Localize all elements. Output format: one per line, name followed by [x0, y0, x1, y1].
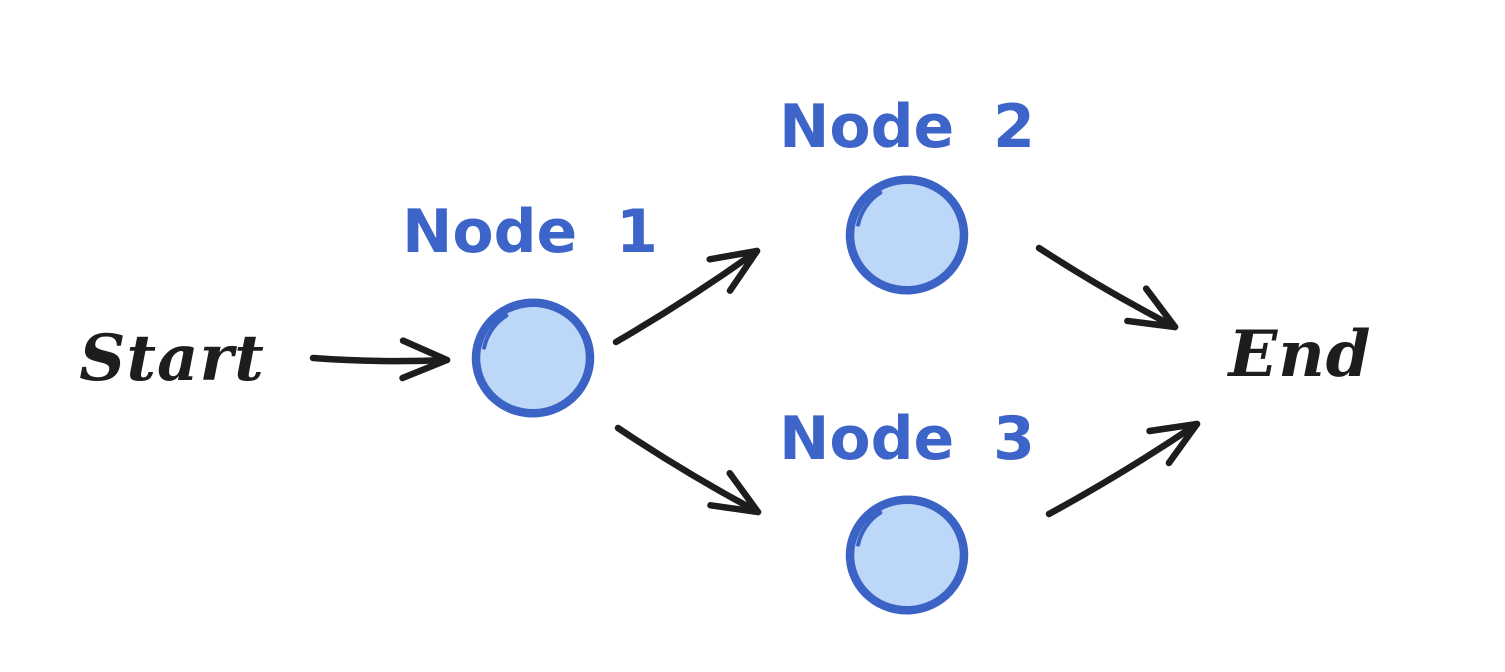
node-stroke-overlap [856, 510, 883, 547]
node-stroke-overlap [856, 190, 883, 227]
arrow-shaft[interactable] [614, 424, 762, 516]
node-3[interactable]: Node 3 [779, 404, 1035, 615]
node-label[interactable]: Node 3 [779, 404, 1035, 474]
node-stroke-overlap [482, 313, 509, 350]
end-label[interactable]: End [1226, 317, 1371, 392]
arrow-node2-to-end[interactable] [1035, 244, 1179, 331]
arrow-head[interactable] [1124, 285, 1179, 331]
arrow-shaft[interactable] [1045, 420, 1201, 518]
arrow-head[interactable] [399, 337, 451, 382]
arrow-node3-to-end[interactable] [1045, 420, 1201, 518]
node-circle[interactable] [845, 495, 969, 615]
node-circle[interactable] [471, 298, 595, 418]
arrow-node1-to-node3[interactable] [614, 424, 762, 516]
node-circle[interactable] [845, 175, 969, 295]
node-1[interactable]: Node 1 [402, 197, 658, 418]
arrow-shaft[interactable] [1035, 244, 1179, 331]
arrow-head[interactable] [706, 247, 761, 294]
arrow-head[interactable] [707, 469, 762, 516]
arrow-start-to-node1[interactable] [309, 337, 451, 382]
start-label[interactable]: Start [79, 321, 265, 396]
node-label[interactable]: Node 1 [402, 197, 658, 267]
arrow-shaft[interactable] [309, 354, 451, 365]
arrow-node1-to-node2[interactable] [612, 247, 761, 346]
node-2[interactable]: Node 2 [779, 92, 1035, 295]
arrow-head[interactable] [1146, 420, 1201, 467]
arrow-shaft[interactable] [612, 247, 761, 346]
node-label[interactable]: Node 2 [779, 92, 1035, 162]
